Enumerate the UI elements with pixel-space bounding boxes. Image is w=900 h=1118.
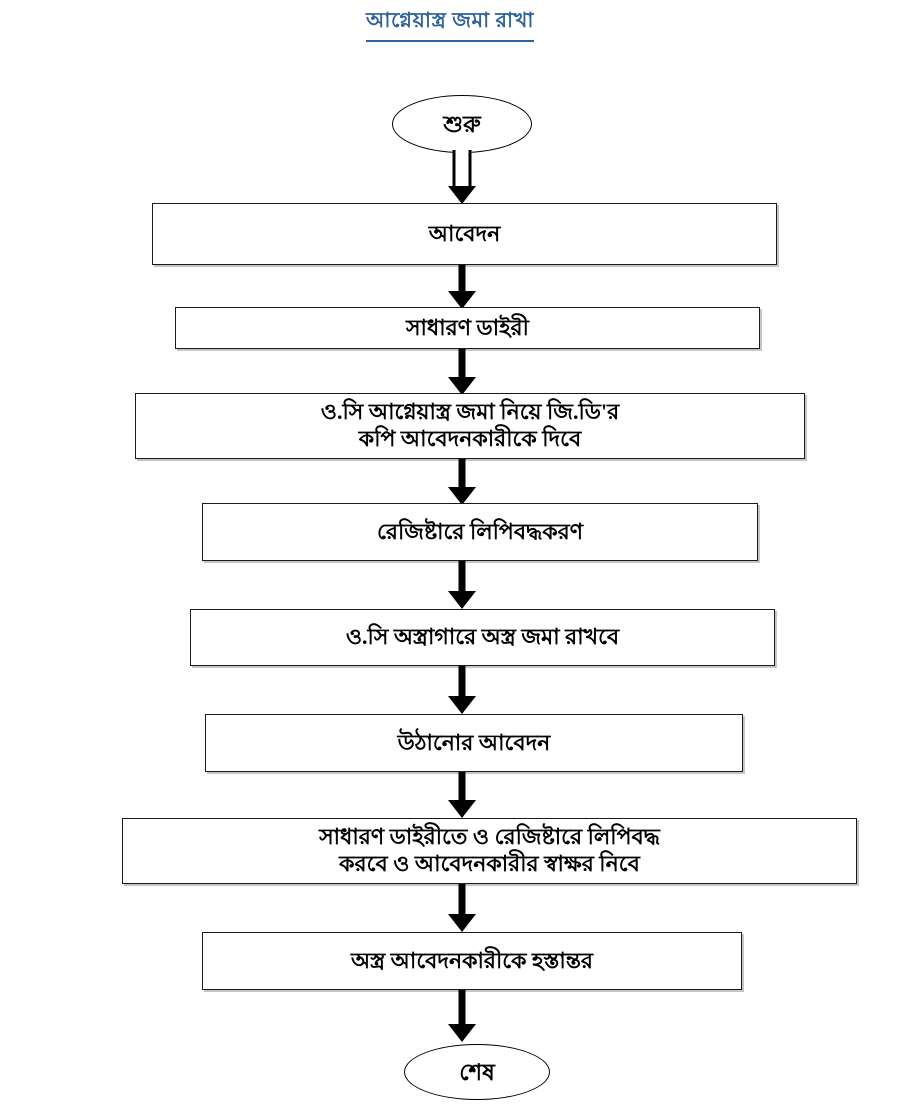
page-title: আগ্নেয়াস্ত্র জমা রাখা — [0, 4, 900, 42]
node-end[interactable]: শেষ — [404, 1044, 550, 1100]
node-step2[interactable]: সাধারণ ডাইরী — [175, 307, 760, 349]
node-step6[interactable]: উঠানোর আবেদন — [205, 714, 743, 772]
connector-shaft — [458, 990, 466, 1026]
arrow-head-icon — [448, 291, 476, 309]
node-step8-label: অস্ত্র আবেদনকারীকে হস্তান্তর — [350, 947, 594, 973]
connector-step7-to-step8 — [447, 884, 477, 932]
node-step8[interactable]: অস্ত্র আবেদনকারীকে হস্তান্তর — [202, 932, 742, 990]
node-step5-label: ও.সি অস্ত্রাগারে অস্ত্র জমা রাখবে — [345, 624, 620, 650]
arrow-head-icon — [448, 186, 476, 204]
connector-step3-to-step4 — [447, 459, 477, 505]
connector-step5-to-step6 — [447, 666, 477, 714]
node-step3-label: ও.সি আগ্নেয়াস্ত্র জমা নিয়ে জি.ডি'র কপি… — [320, 399, 620, 451]
connector-shaft — [452, 150, 472, 188]
connector-shaft — [458, 265, 466, 293]
node-step1-label: আবেদন — [428, 220, 501, 246]
arrow-head-icon — [448, 1024, 476, 1042]
page-title-text: আগ্নেয়াস্ত্র জমা রাখা — [365, 4, 535, 42]
connector-start-to-step1 — [447, 150, 477, 204]
node-step2-label: সাধারণ ডাইরী — [406, 314, 529, 340]
node-step1[interactable]: আবেদন — [152, 203, 777, 265]
connector-shaft — [458, 772, 466, 802]
connector-shaft — [458, 561, 466, 593]
connector-shaft — [458, 349, 466, 379]
connector-step2-to-step3 — [447, 349, 477, 395]
node-step6-label: উঠানোর আবেদন — [397, 729, 551, 755]
node-step3[interactable]: ও.সি আগ্নেয়াস্ত্র জমা নিয়ে জি.ডি'র কপি… — [135, 393, 805, 459]
arrow-head-icon — [448, 591, 476, 609]
node-end-label: শেষ — [459, 1059, 495, 1085]
arrow-head-icon — [448, 800, 476, 818]
arrow-head-icon — [448, 377, 476, 395]
connector-step8-to-end — [447, 990, 477, 1042]
node-step4-label: রেজিষ্টারে লিপিবদ্ধকরণ — [376, 518, 584, 544]
arrow-head-icon — [448, 696, 476, 714]
node-start-label: শুরু — [443, 111, 481, 137]
connector-step6-to-step7 — [447, 772, 477, 818]
node-step5[interactable]: ও.সি অস্ত্রাগারে অস্ত্র জমা রাখবে — [190, 609, 775, 666]
node-step7[interactable]: সাধারণ ডাইরীতে ও রেজিষ্টারে লিপিবদ্ধ করব… — [122, 818, 857, 884]
arrow-head-icon — [448, 487, 476, 505]
node-start[interactable]: শুরু — [392, 95, 532, 153]
connector-step1-to-step2 — [447, 265, 477, 309]
connector-shaft — [458, 884, 466, 916]
connector-shaft — [458, 459, 466, 489]
arrow-head-icon — [448, 914, 476, 932]
node-step4[interactable]: রেজিষ্টারে লিপিবদ্ধকরণ — [202, 503, 758, 561]
node-step7-label: সাধারণ ডাইরীতে ও রেজিষ্টারে লিপিবদ্ধ করব… — [319, 824, 660, 876]
connector-step4-to-step5 — [447, 561, 477, 609]
connector-shaft — [458, 666, 466, 698]
